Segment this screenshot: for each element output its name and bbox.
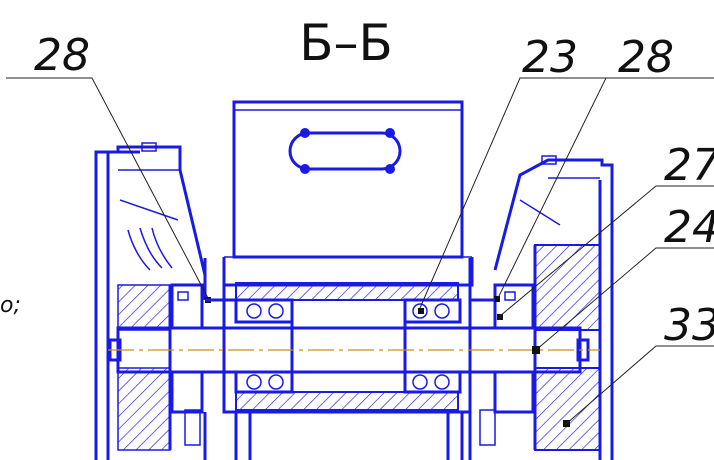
upper-box <box>222 100 474 287</box>
bearing-right-top <box>403 298 462 324</box>
callout-33: 33 <box>565 300 714 425</box>
callout-23: 23 <box>419 32 606 309</box>
callout-23-label: 23 <box>522 32 578 83</box>
callout-24-label: 24 <box>664 202 714 253</box>
right-housing <box>468 155 614 460</box>
callout-28-left: 28 <box>6 30 209 299</box>
callout-24: 24 <box>535 202 714 351</box>
callout-28-right-label: 28 <box>618 32 674 83</box>
bearing-right-bottom <box>403 370 462 394</box>
callout-28-left-label: 28 <box>34 30 90 81</box>
section-title: Б–Б <box>299 14 393 72</box>
callout-33-label: 33 <box>664 300 714 351</box>
shaft <box>108 326 600 374</box>
lower-frame-right <box>446 412 464 460</box>
side-text-fragment: о; <box>0 293 21 318</box>
right-seal <box>468 283 535 460</box>
callout-27: 27 <box>499 140 714 317</box>
lower-frame-left <box>234 412 252 460</box>
callout-28-right: 28 <box>497 32 714 299</box>
left-seal <box>170 283 236 460</box>
bearing-left-top <box>234 298 294 324</box>
bearing-left-bottom <box>234 370 294 394</box>
left-housing <box>94 142 207 460</box>
callout-27-label: 27 <box>664 140 714 191</box>
